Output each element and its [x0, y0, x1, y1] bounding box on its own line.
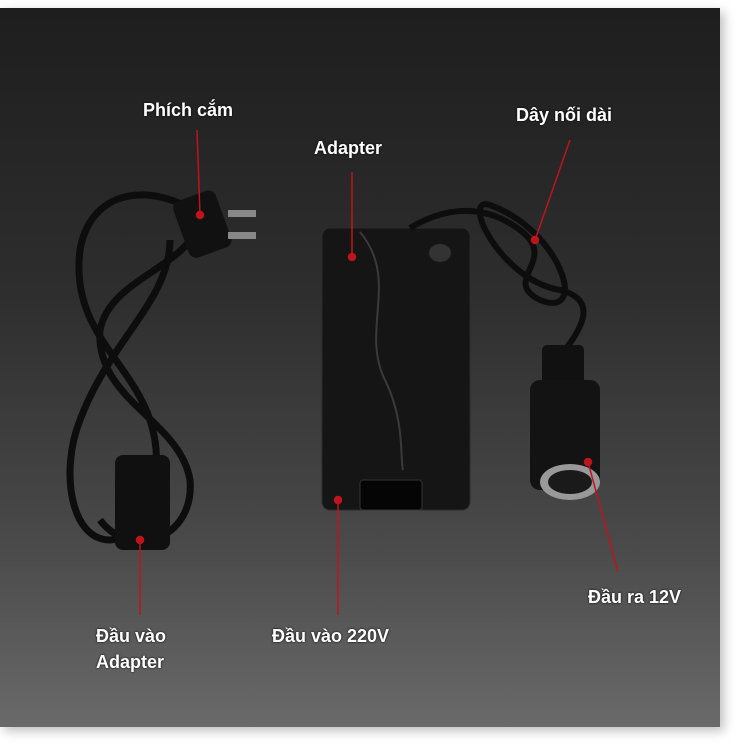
label-output-12v: Đầu ra 12V — [588, 587, 682, 607]
product-photo — [0, 8, 720, 727]
label-plug: Phích cắm — [143, 100, 234, 120]
pointer-lines — [135, 129, 619, 615]
iec-connector — [115, 455, 170, 550]
label-adapter-input-line2: Adapter — [96, 652, 165, 672]
product-illustration — [66, 129, 619, 615]
label-adapter-input-line1: Đầu vào — [96, 626, 167, 646]
car-socket-icon — [530, 345, 600, 500]
adapter-body — [321, 227, 471, 511]
extension-cord — [408, 201, 587, 352]
label-input-220v: Đầu vào 220V — [272, 626, 390, 646]
plug-head-icon — [173, 190, 256, 258]
label-adapter: Adapter — [314, 138, 383, 158]
label-extension-cord: Dây nối dài — [516, 105, 613, 125]
